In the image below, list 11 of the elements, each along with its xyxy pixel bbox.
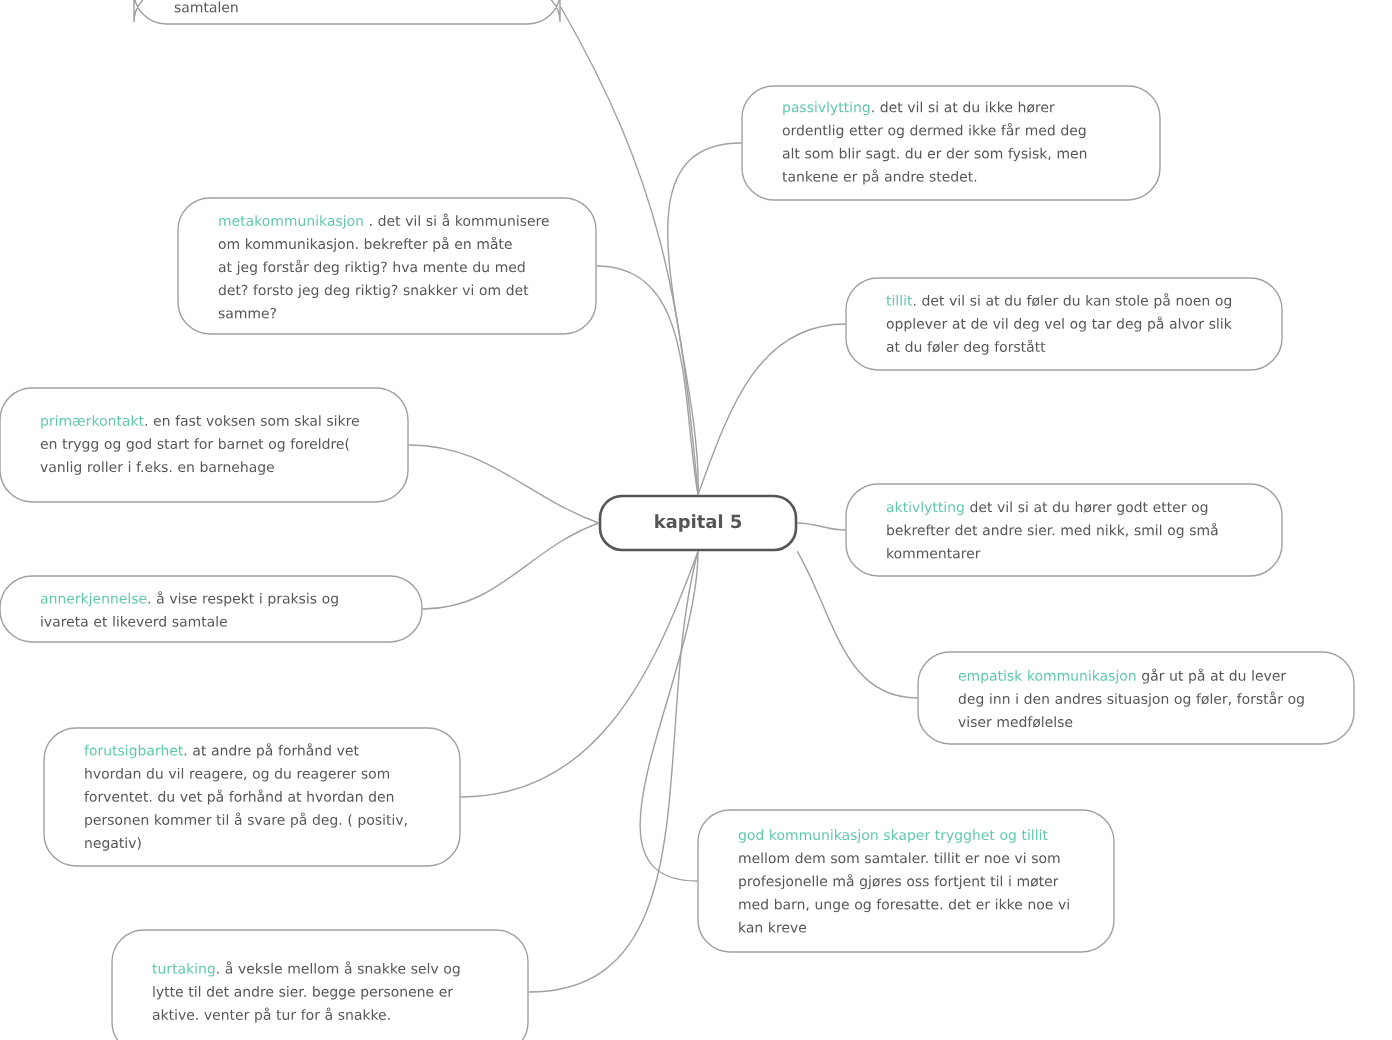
connector-line xyxy=(422,522,600,610)
connector-line xyxy=(796,522,846,531)
connector-line xyxy=(596,265,699,496)
central-topic-box: kapital 5 xyxy=(598,494,798,552)
connector-line xyxy=(796,550,918,699)
connector-line xyxy=(528,550,699,993)
connector-line xyxy=(667,142,742,496)
connector-line xyxy=(697,323,846,496)
connector-line xyxy=(639,550,699,882)
connector-line xyxy=(460,550,699,798)
connector-line xyxy=(408,444,600,524)
